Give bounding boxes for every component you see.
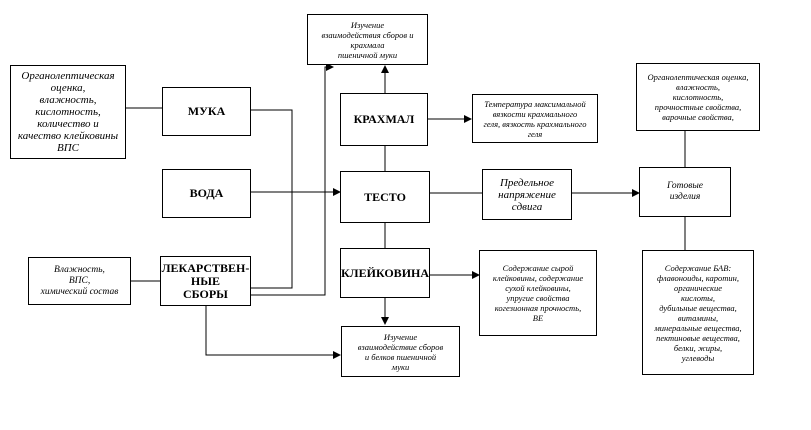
- node-starch-study: Изучение взаимодействия сборов и крахмал…: [307, 14, 428, 65]
- node-products: Готовые изделия: [639, 167, 731, 217]
- node-herbal-props: Влажность, ВПС, химический состав: [28, 257, 131, 305]
- node-water: ВОДА: [162, 169, 251, 218]
- node-organoleptic-flour: Органолептическая оценка, влажность, кис…: [10, 65, 126, 159]
- node-protein-study: Изучение взаимодействие сборов и белков …: [341, 326, 460, 377]
- connector-herbal-starchstudy: [251, 63, 334, 296]
- node-gluten-props: Содержание сырой клейковины, содержание …: [479, 250, 597, 336]
- node-shear: Предельное напряжение сдвига: [482, 169, 572, 220]
- node-herbal: ЛЕКАРСТВЕН- НЫЕ СБОРЫ: [160, 256, 251, 306]
- connector-flour-herbal-bus: [251, 109, 293, 289]
- connector-herbal-proteinstudy: [205, 306, 341, 359]
- node-dough: ТЕСТО: [340, 171, 430, 223]
- node-gluten: КЛЕЙКОВИНА: [340, 248, 430, 298]
- node-products-quality: Органолептическая оценка, влажность, кис…: [636, 63, 760, 131]
- node-starch-props: Температура максимальной вязкости крахма…: [472, 94, 598, 143]
- node-flour: МУКА: [162, 87, 251, 136]
- node-starch: КРАХМАЛ: [340, 93, 428, 146]
- node-bav: Содержание БАВ: флавоноиды, каротин, орг…: [642, 250, 754, 375]
